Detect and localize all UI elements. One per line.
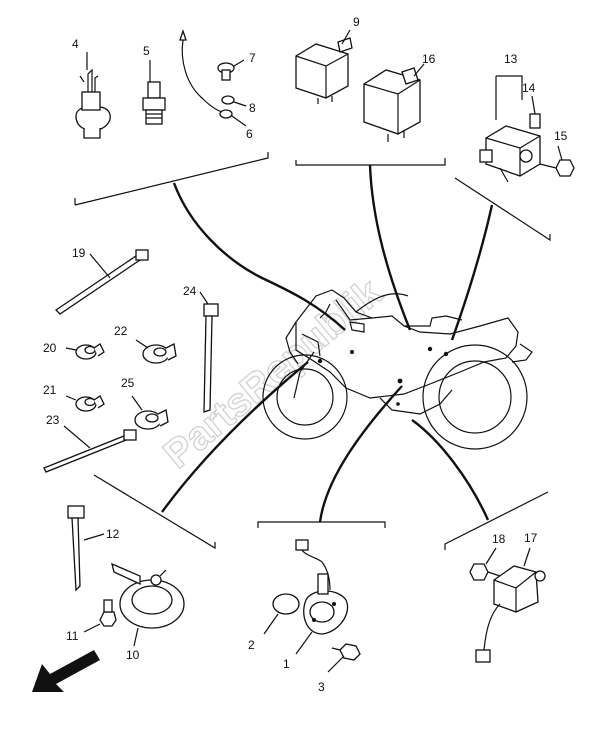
callout-15: 15 xyxy=(554,129,568,143)
part-4-thermo-switch xyxy=(75,52,111,139)
part-18-bolt xyxy=(469,547,501,581)
callout-7: 7 xyxy=(249,51,256,65)
callout-25: 25 xyxy=(121,376,135,390)
callout-11: 11 xyxy=(66,629,79,643)
callout-5: 5 xyxy=(143,44,150,58)
callout-12: 12 xyxy=(106,527,120,541)
part-7-screw xyxy=(217,59,245,81)
part-6-earth-lead xyxy=(179,28,247,127)
part-13-bracket-leader xyxy=(495,75,523,120)
callout-16: 16 xyxy=(422,52,436,66)
watermark: PartsRepublik xyxy=(156,270,391,477)
group-brackets xyxy=(74,152,551,550)
part-15-bolt xyxy=(539,145,575,177)
part-9-relay xyxy=(295,29,353,104)
callout-17: 17 xyxy=(524,531,538,545)
part-19-cable-tie xyxy=(54,249,149,315)
part-14-clip xyxy=(529,95,541,129)
callout-3: 3 xyxy=(318,680,325,694)
part-5-sender xyxy=(142,60,166,125)
part-8-washer xyxy=(221,95,247,107)
motorcycle-outline xyxy=(262,289,533,450)
callout-21: 21 xyxy=(43,383,57,397)
callout-6: 6 xyxy=(246,127,253,141)
part-3-screw xyxy=(327,643,361,673)
callout-2: 2 xyxy=(248,638,255,652)
part-21-clamp xyxy=(65,395,105,412)
part-12-tie xyxy=(67,505,105,592)
callout-4: 4 xyxy=(72,37,79,51)
callout-24: 24 xyxy=(183,284,197,298)
part-24-tie xyxy=(199,291,219,413)
part-13-unit xyxy=(479,125,541,183)
part-10-horn xyxy=(111,562,185,647)
part-1-fuel-sender xyxy=(295,539,349,655)
callout-9: 9 xyxy=(353,15,360,29)
callout-23: 23 xyxy=(46,413,60,427)
part-25-clamp xyxy=(131,395,169,430)
callout-14: 14 xyxy=(522,81,536,95)
callout-20: 20 xyxy=(43,341,57,355)
part-2-o-ring xyxy=(263,593,300,635)
arrow-down-left-icon xyxy=(32,650,100,692)
callout-1: 1 xyxy=(283,657,290,671)
callout-18: 18 xyxy=(492,532,506,546)
callout-labels: 1 2 3 4 5 6 7 8 9 10 11 12 13 14 15 16 1… xyxy=(43,15,568,694)
part-23-cable-tie xyxy=(43,425,137,473)
callout-8: 8 xyxy=(249,101,256,115)
part-11-bolt xyxy=(83,599,117,633)
part-17-switch xyxy=(475,547,546,663)
callout-13: 13 xyxy=(504,52,518,66)
callout-19: 19 xyxy=(72,246,86,260)
callout-22: 22 xyxy=(114,324,128,338)
part-22-clamp xyxy=(135,339,177,364)
callout-10: 10 xyxy=(126,648,140,662)
part-16-relay xyxy=(363,63,425,142)
part-20-clamp xyxy=(65,343,105,360)
